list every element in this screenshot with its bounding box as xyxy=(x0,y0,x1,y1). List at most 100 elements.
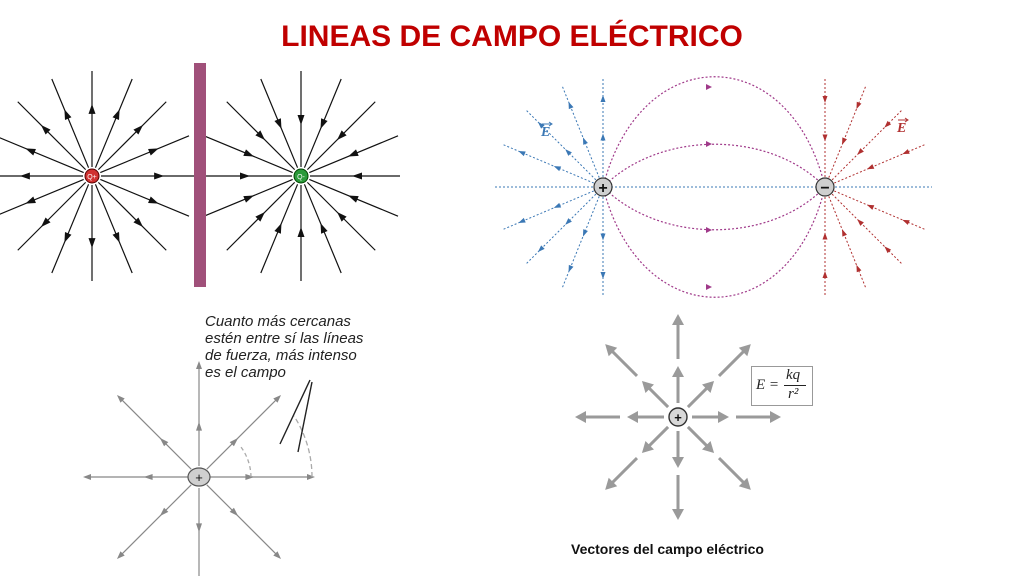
field-line-arrow xyxy=(148,196,159,204)
field-line xyxy=(97,181,167,251)
dipole-field-line xyxy=(831,108,904,181)
field-line-arrow xyxy=(112,232,120,243)
dipole-field-arrow xyxy=(518,151,526,157)
density-field-arrow xyxy=(245,474,255,480)
dipole-field-arrow xyxy=(884,120,892,128)
field-vectors-diagram: + xyxy=(575,314,781,520)
field-line-arrow xyxy=(41,125,51,135)
density-field-arrow xyxy=(196,421,202,431)
negative-charge-field-lines xyxy=(196,71,400,281)
field-line xyxy=(97,101,167,171)
density-field-lines xyxy=(83,361,315,576)
dipole-field-arrow xyxy=(822,134,828,142)
dipole-field-arrow xyxy=(568,264,574,273)
field-line-arrow xyxy=(88,238,96,249)
dipole-field-arrow xyxy=(842,229,847,237)
field-density-note: Cuanto más cercanas estén entre sí las l… xyxy=(205,313,364,381)
density-field-line xyxy=(206,484,282,560)
field-vector-head xyxy=(770,411,781,423)
field-vector xyxy=(717,349,746,378)
field-density-diagram: + xyxy=(83,361,315,576)
field-line xyxy=(94,78,133,168)
field-vector-head xyxy=(641,380,654,393)
dipole-positive-charge xyxy=(593,177,613,197)
dipole-field-arrow xyxy=(582,229,588,237)
field-vector xyxy=(647,425,670,448)
dipole-field-line xyxy=(501,190,594,231)
positive-charge-q1 xyxy=(84,168,100,184)
field-line-arrow xyxy=(240,172,250,180)
formula-denominator: r² xyxy=(788,386,799,402)
dipole-field-arrow xyxy=(866,204,875,210)
note-pointer-lines xyxy=(279,379,313,453)
field-vector-head xyxy=(672,457,684,468)
dipole-field-arrow xyxy=(842,137,847,145)
density-positive-sign: + xyxy=(195,470,203,485)
dipole-field-arrow xyxy=(857,148,864,155)
dipole-negative-sign: − xyxy=(820,180,829,197)
field-vector-head xyxy=(702,380,715,393)
dipole-field-arrow xyxy=(537,245,545,253)
field-vector-head xyxy=(718,411,729,423)
field-line-arrow xyxy=(112,109,120,120)
page-title: LINEAS DE CAMPO ELÉCTRICO xyxy=(281,20,743,53)
field-label-right-vector-arrow xyxy=(898,117,909,123)
dipole-field-line xyxy=(834,143,927,184)
field-line-arrow xyxy=(64,232,72,243)
dipole-field-arrow xyxy=(902,149,910,155)
field-label-right: E xyxy=(896,121,906,136)
field-line-arrow xyxy=(243,195,254,203)
field-line-arrow xyxy=(255,212,265,222)
dipole-field-arrow xyxy=(518,217,526,223)
field-line-arrow xyxy=(337,212,347,222)
field-line-arrow xyxy=(154,172,165,180)
field-vector xyxy=(686,386,709,409)
dipole-field-arrow xyxy=(600,233,606,241)
negative-side-field-lines xyxy=(822,77,927,297)
field-vector-head xyxy=(672,314,684,325)
dipole-field-arrow xyxy=(537,121,545,129)
dipole-field-arrow xyxy=(822,271,828,278)
field-line-arrow xyxy=(25,196,36,204)
field-line xyxy=(51,184,90,274)
dipole-field-arrow xyxy=(856,101,862,110)
connecting-line-arrows xyxy=(706,84,712,290)
positive-side-field-lines xyxy=(501,77,606,297)
dipole-field-diagram: + − E E xyxy=(495,76,932,298)
dipole-field-arrow xyxy=(568,101,574,110)
field-line xyxy=(17,181,87,251)
field-line xyxy=(0,178,84,215)
field-line-arrow xyxy=(352,172,362,180)
vectors-positive-charge xyxy=(668,407,688,427)
dipole-field-line xyxy=(501,143,594,184)
field-label-left: E xyxy=(540,125,550,140)
formula-numerator: kq xyxy=(786,367,801,383)
density-field-line xyxy=(206,394,282,470)
dipole-field-arrow xyxy=(856,264,862,273)
field-line xyxy=(94,184,133,274)
field-line-arrow xyxy=(297,115,305,125)
density-arc-outer xyxy=(293,415,313,478)
field-line-arrow xyxy=(41,217,51,227)
dipole-field-arrow xyxy=(553,202,562,208)
positive-charge-field-lines xyxy=(0,71,197,281)
dipole-field-line xyxy=(828,84,867,178)
dipole-field-line xyxy=(831,193,904,266)
vectors-positive-sign: + xyxy=(674,410,682,425)
negative-charge-label: Q- xyxy=(297,174,305,181)
field-vector-head xyxy=(575,411,586,423)
density-field-arrow xyxy=(143,474,153,480)
density-field-arrow xyxy=(196,523,202,533)
field-line-arrow xyxy=(243,149,254,157)
separator-plate xyxy=(194,63,206,287)
density-arc-inner xyxy=(240,446,252,478)
field-line xyxy=(100,135,190,174)
field-line-arrow xyxy=(297,227,305,237)
field-line-arrow xyxy=(274,118,282,129)
field-line xyxy=(0,137,84,174)
dipole-field-arrow xyxy=(565,149,572,156)
dipole-field-arrow xyxy=(884,246,892,254)
field-line-arrow xyxy=(133,217,143,227)
field-line xyxy=(100,178,190,217)
dipole-field-arrow xyxy=(565,218,572,225)
